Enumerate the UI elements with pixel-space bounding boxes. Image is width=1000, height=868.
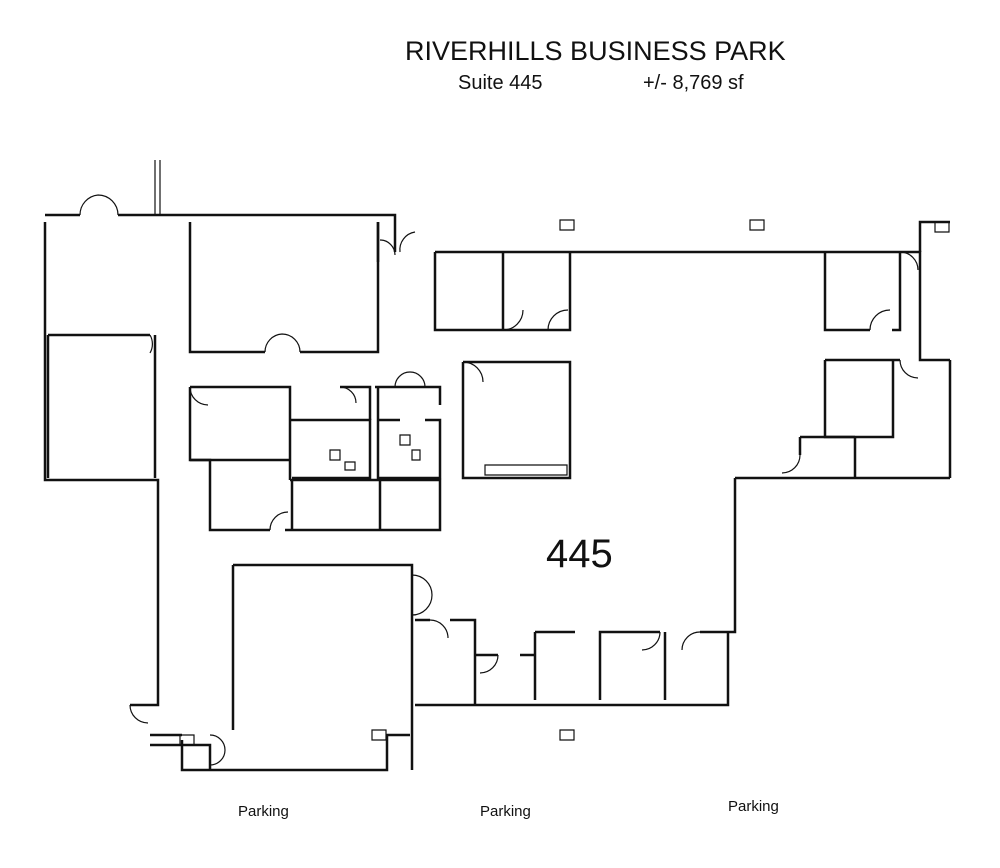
wall xyxy=(433,252,572,332)
door-swing xyxy=(399,231,416,253)
door-swing xyxy=(899,359,919,379)
door-swing xyxy=(154,160,161,215)
door-swing xyxy=(209,734,226,766)
wall xyxy=(180,733,410,772)
wall xyxy=(415,618,535,705)
wall xyxy=(150,733,212,770)
door-swing xyxy=(394,371,426,388)
door-swing xyxy=(641,631,701,651)
door-swing xyxy=(869,309,891,331)
parking-label-center: Parking xyxy=(480,803,531,820)
wall xyxy=(46,333,157,478)
wall xyxy=(43,222,160,707)
wall xyxy=(231,563,414,770)
wall xyxy=(461,360,572,480)
wall xyxy=(823,252,902,332)
wall xyxy=(798,435,857,478)
wall xyxy=(435,250,950,362)
plan-title: RIVERHILLS BUSINESS PARK xyxy=(405,36,786,66)
wall xyxy=(188,385,292,480)
wall xyxy=(823,358,900,439)
wall xyxy=(190,458,442,532)
wall xyxy=(290,418,372,480)
door-swing xyxy=(339,386,357,404)
wall xyxy=(375,385,442,422)
door-swing xyxy=(264,333,301,353)
door-swing xyxy=(462,361,484,383)
door-swing xyxy=(484,464,568,476)
wall xyxy=(533,476,950,700)
suite-label: Suite 445 xyxy=(458,72,543,94)
door-swing xyxy=(899,251,919,271)
door-swing xyxy=(379,239,396,256)
parking-label-left: Parking xyxy=(238,803,289,820)
door-swing xyxy=(479,654,499,674)
door-swing xyxy=(149,334,154,354)
parking-label-right: Parking xyxy=(728,798,779,815)
suite-number: 445 xyxy=(546,532,613,576)
wall xyxy=(340,385,442,480)
area-label: +/- 8,769 sf xyxy=(643,72,744,94)
door-swing xyxy=(269,511,289,531)
door-swing xyxy=(79,194,119,216)
wall xyxy=(188,222,380,354)
door-swing xyxy=(129,704,149,724)
wall xyxy=(290,480,382,530)
wall xyxy=(415,632,730,707)
door-swing xyxy=(411,574,433,616)
door-swing xyxy=(179,219,950,746)
door-swing xyxy=(429,619,449,639)
door-swing xyxy=(189,386,209,406)
door-swing xyxy=(781,454,801,474)
wall xyxy=(45,213,397,262)
door-swing xyxy=(329,434,421,471)
door-swing xyxy=(502,309,569,331)
